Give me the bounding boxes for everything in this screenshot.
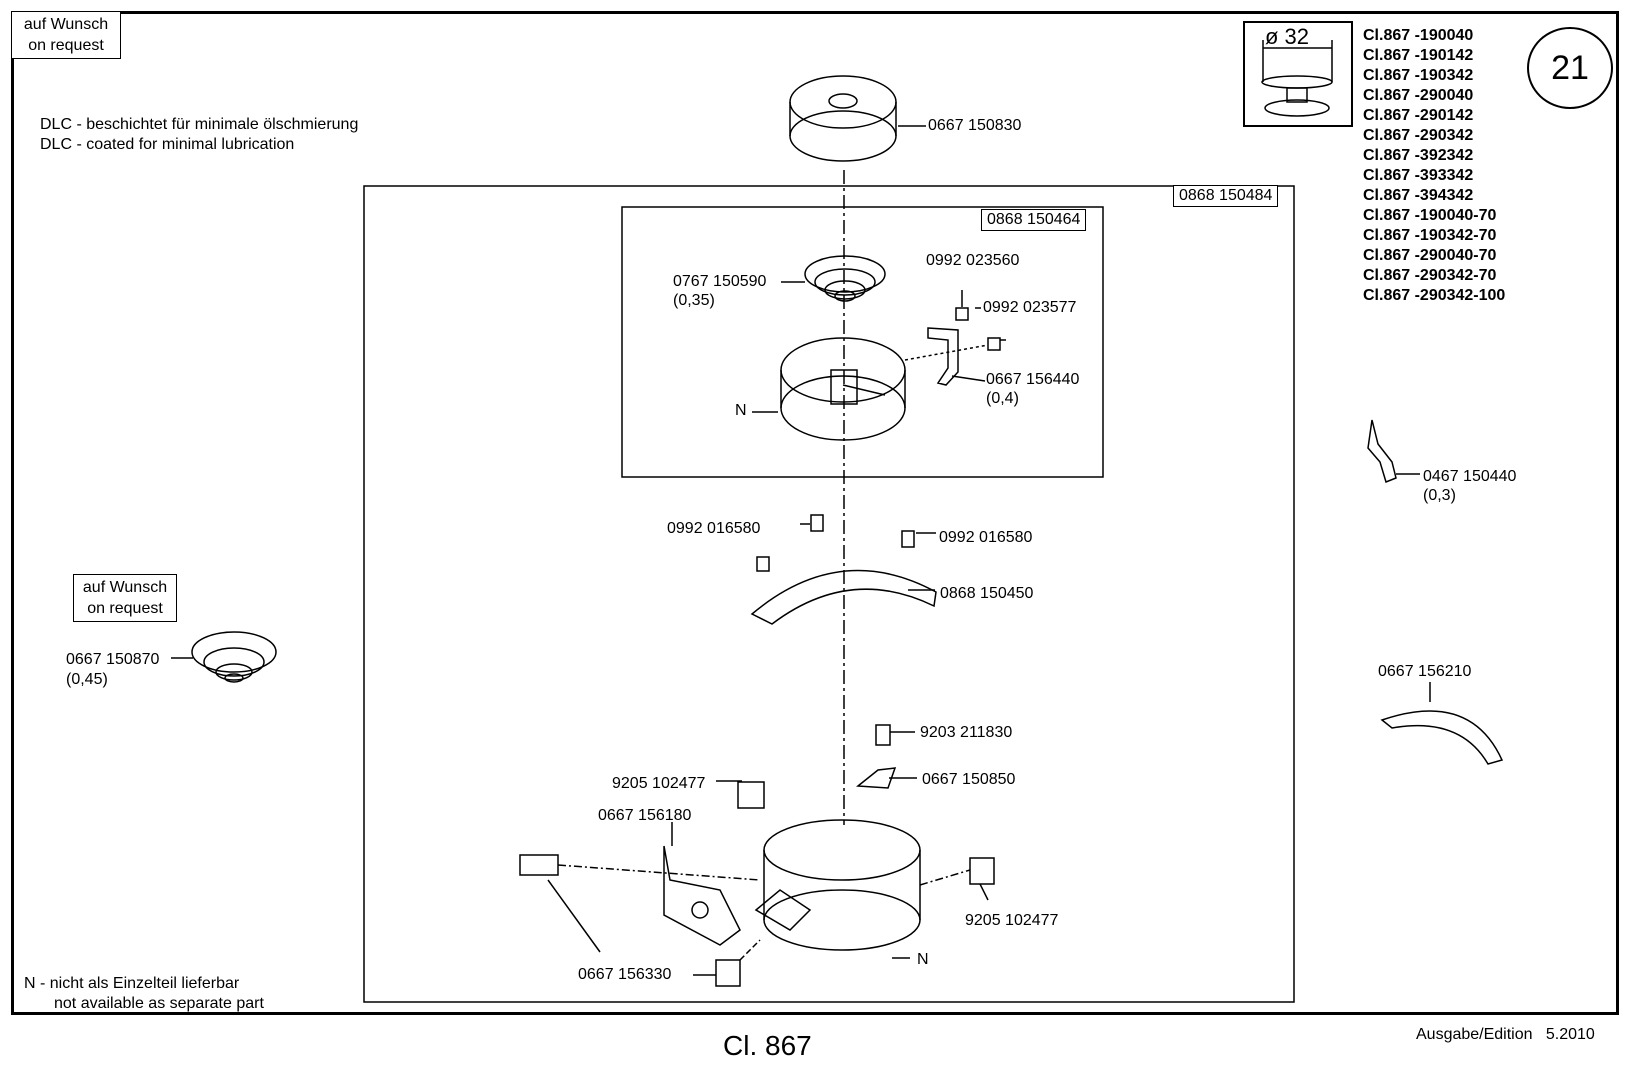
bobbin-size-box [1243, 21, 1353, 127]
hook-body-drawing [754, 819, 921, 951]
dlc-note-en: DLC - coated for minimal lubrication [40, 136, 295, 153]
hook-plate-drawing [663, 845, 741, 946]
request-tag-top: auf Wunsch on request [12, 12, 121, 59]
footer-title: Cl. 867 [723, 1030, 812, 1061]
part-latch-spring: 0667 156440 [986, 371, 1080, 388]
bobbin-drawing [789, 75, 897, 162]
request-spring-drawing [191, 631, 277, 683]
request-tag-line2: on request [28, 37, 104, 54]
part-bobbin-case-spring-size: (0,35) [673, 292, 715, 309]
part-screw-b: 0992 023577 [983, 299, 1077, 316]
part-set-screw-right: 9205 102477 [965, 912, 1059, 929]
outer-assembly-box [363, 185, 1295, 1003]
part-screw-a: 0992 023560 [926, 252, 1020, 269]
model-item: Cl.867 -290040 [1363, 87, 1474, 104]
model-item: Cl.867 -190040 [1363, 27, 1474, 44]
request-tag-line2: on request [87, 600, 163, 617]
hook-guard-drawing [856, 767, 897, 789]
footnote-de: N - nicht als Einzelteil lieferbar [24, 975, 240, 992]
part-screw-c-left: 0992 016580 [667, 520, 761, 537]
lower-screw-drawing [875, 724, 891, 746]
part-cap-screw: 0667 156330 [578, 966, 672, 983]
model-item: Cl.867 -290142 [1363, 107, 1474, 124]
edition: Ausgabe/Edition 5.2010 [1416, 1026, 1595, 1043]
part-request-spring-size: (0,45) [66, 671, 108, 688]
part-screw-d: 9203 211830 [920, 724, 1013, 741]
part-n-mark: N [735, 402, 747, 419]
inner-assembly-label: 0868 150464 [981, 209, 1087, 231]
part-gib: 0868 150450 [940, 585, 1034, 602]
model-item: Cl.867 -190142 [1363, 47, 1474, 64]
request-tag-line1: auf Wunsch [23, 16, 109, 33]
part-request-spring: 0667 150870 [66, 651, 160, 668]
part-latch-spring-size: (0,4) [986, 390, 1019, 407]
model-item: Cl.867 -190342 [1363, 67, 1474, 84]
model-item: Cl.867 -190342-70 [1363, 227, 1497, 244]
cap-screw-left-drawing [519, 854, 559, 876]
model-item: Cl.867 -190040-70 [1363, 207, 1497, 224]
outer-assembly-label: 0868 150484 [1173, 185, 1279, 207]
dlc-note: DLC - beschichtet für minimale ölschmier… [40, 115, 358, 155]
model-item: Cl.867 -290040-70 [1363, 247, 1497, 264]
bobbin-case-drawing [780, 337, 906, 441]
model-item: Cl.867 -290342-70 [1363, 267, 1497, 284]
part-hook-guard: 0667 150850 [922, 771, 1016, 788]
part-screw-c-right: 0992 016580 [939, 529, 1033, 546]
bobbin-diameter: ø 32 [1265, 24, 1310, 49]
request-tag-line1: auf Wunsch [82, 579, 168, 596]
bobbin-case-spring-drawing [804, 255, 886, 302]
part-side-spring-size: (0,3) [1423, 487, 1456, 504]
page-number: 21 [1527, 27, 1613, 109]
model-item: Cl.867 -290342 [1363, 127, 1474, 144]
drawing-frame [11, 11, 1619, 1015]
model-item: Cl.867 -290342-100 [1363, 287, 1506, 304]
model-list: Cl.867 -190040 Cl.867 -190142 Cl.867 -19… [1363, 26, 1505, 306]
footnote: N - nicht als Einzelteil lieferbar not a… [24, 974, 264, 1014]
part-hook-n-mark: N [917, 951, 929, 968]
part-alt-gib: 0667 156210 [1378, 663, 1472, 680]
part-bobbin: 0667 150830 [928, 117, 1022, 134]
part-set-screw-top: 9205 102477 [612, 775, 706, 792]
gib-drawing [750, 514, 937, 625]
model-item: Cl.867 -392342 [1363, 147, 1474, 164]
request-tag-left: auf Wunsch on request [73, 574, 177, 622]
footnote-en: not available as separate part [54, 995, 264, 1012]
model-item: Cl.867 -394342 [1363, 187, 1474, 204]
part-side-spring: 0467 150440 [1423, 468, 1517, 485]
bobbin-size-icon [1261, 40, 1333, 117]
cap-screw-bottom-drawing [715, 959, 741, 987]
side-spring-drawing [1367, 419, 1397, 484]
set-screw-right-drawing [969, 857, 995, 885]
model-item: Cl.867 -393342 [1363, 167, 1474, 184]
inner-assembly-box [621, 206, 1104, 478]
alt-gib-drawing [1380, 710, 1504, 765]
part-bobbin-case-spring: 0767 150590 [673, 273, 767, 290]
set-screw-top-drawing [737, 781, 765, 809]
part-hook-plate: 0667 156180 [598, 807, 692, 824]
latch-spring-drawing [927, 307, 1001, 386]
dlc-note-de: DLC - beschichtet für minimale ölschmier… [40, 116, 359, 133]
